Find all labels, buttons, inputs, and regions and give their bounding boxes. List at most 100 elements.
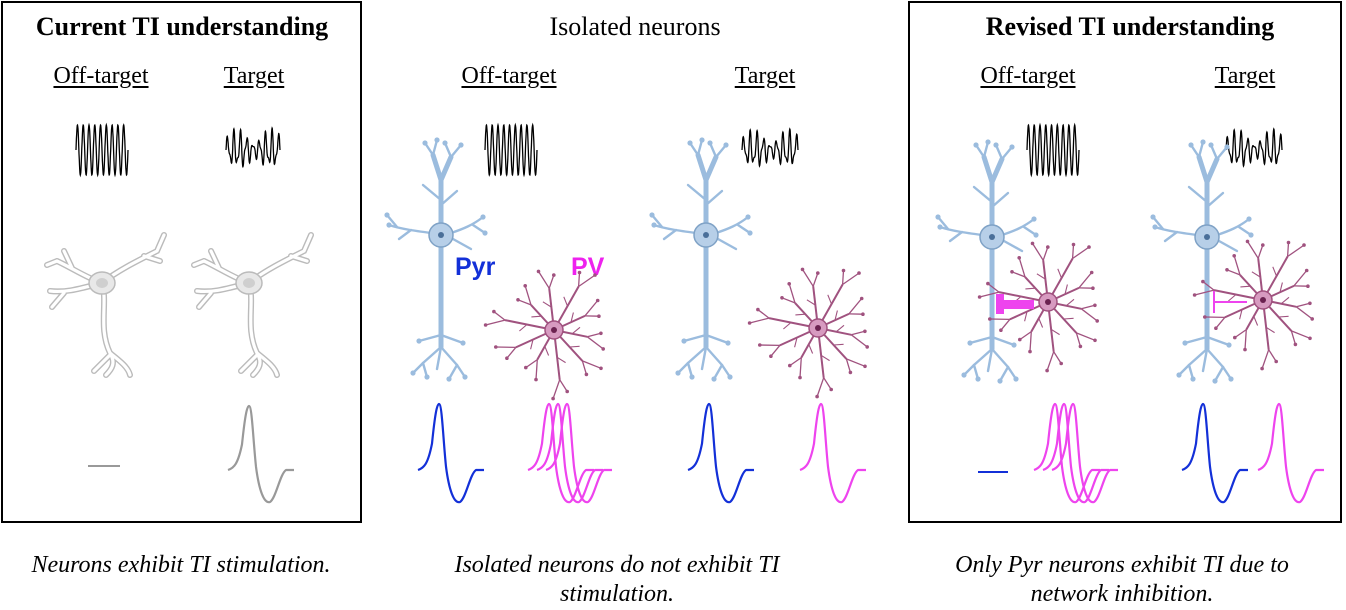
pyr-nucleus: [703, 232, 709, 238]
pv-dendrite-tip: [492, 310, 496, 314]
pv-dendrite-spine: [1066, 299, 1074, 305]
pv-dendrite-spine: [1228, 295, 1236, 302]
pv-dendrite-spine: [545, 346, 549, 355]
neuron-nucleus: [243, 278, 255, 288]
pv-dendrite-branch: [1030, 332, 1031, 352]
pv-dendrite-tip: [1093, 339, 1097, 343]
pyr-dendrite-tip: [446, 376, 451, 381]
pv-dendrite-tip: [1091, 286, 1095, 290]
pv-dendrite-branch: [1019, 258, 1025, 277]
pv-dendrite-branch: [843, 273, 859, 284]
pv-spike-trace: [800, 404, 866, 502]
pv-dendrite-tip: [1046, 245, 1050, 249]
pv-nucleus: [551, 327, 557, 333]
pyr-dendrite: [992, 349, 1008, 367]
pv-dendrite-tip: [601, 347, 605, 351]
pv-dendrite-tip: [1203, 315, 1207, 319]
pv-dendrite-tip: [551, 397, 555, 401]
pyr-dendrite: [684, 335, 706, 341]
pv-spike-trace: [1052, 404, 1118, 502]
pv-dendrite-tip: [788, 364, 792, 368]
pv-dendrite-tip: [1261, 243, 1265, 247]
pv-dendrite-tip: [1059, 362, 1063, 366]
pv-dendrite-tip: [798, 376, 802, 380]
pyr-dendrite-tip: [1152, 224, 1157, 229]
stimulus-beat-icon: [742, 129, 798, 166]
pyr-dendrite-tip: [985, 139, 990, 144]
pyr-dendrite: [1189, 187, 1207, 202]
response-spike-trace: [228, 406, 294, 502]
pv-dendrite-branch: [1296, 303, 1310, 307]
pyr-neuron-isolated-offtarget: [384, 137, 487, 381]
pyr-dendrite-tip: [723, 142, 728, 147]
pv-dendrite-branch: [507, 347, 516, 358]
pv-dendrite-branch: [824, 378, 832, 390]
pv-dendrite-tip: [1214, 326, 1218, 330]
pv-dendrite-spine: [1279, 316, 1289, 317]
pyr-dendrite: [451, 217, 483, 233]
pv-dendrite-tip: [552, 273, 556, 277]
pyr-dendrite-tip: [422, 140, 427, 145]
pyr-neuron-revised-offtarget: [935, 139, 1038, 383]
pv-dendrite-tip: [829, 388, 833, 392]
stimulus-sine-icon: [1027, 125, 1079, 175]
pv-dendrite-branch: [813, 273, 818, 286]
pyr-dendrite-tip: [745, 214, 750, 219]
pv-dendrite-branch: [560, 380, 568, 392]
pv-dendrite-branch: [789, 284, 795, 303]
pv-dendrite-spine: [795, 314, 805, 315]
pyr-dendrite-tip: [1190, 376, 1195, 381]
pv-dendrite-branch: [803, 269, 814, 286]
pv-dendrite-branch: [486, 320, 505, 325]
pv-dendrite-branch: [849, 299, 862, 314]
pv-dendrite-branch: [1216, 317, 1225, 328]
pv-dendrite-tip: [1017, 256, 1021, 260]
pyr-dendrite: [423, 185, 441, 200]
pyr-dendrite-tip: [1212, 378, 1217, 383]
pyr-dendrite: [1217, 219, 1249, 235]
pv-dendrite-branch: [1245, 330, 1246, 350]
inhibition-arrow-strong: [1000, 300, 1034, 309]
pyr-dendrite-tip: [1031, 216, 1036, 221]
neuron-process-core: [241, 283, 277, 375]
pv-dendrite-branch: [526, 360, 538, 368]
pv-dendrite-tip: [1308, 302, 1312, 306]
generic-neuron-target: [194, 235, 311, 375]
pyr-trunk: [433, 155, 441, 180]
pv-dendrite-branch: [817, 378, 824, 397]
pv-dendrite-tip: [1010, 270, 1014, 274]
pv-dendrite-branch: [1047, 352, 1054, 371]
pv-dendrite-branch: [1081, 309, 1097, 321]
pv-dendrite-branch: [1291, 331, 1310, 338]
pyr-trunk: [1207, 159, 1217, 182]
pv-dendrite-branch: [1235, 330, 1247, 338]
pv-dendrite-branch: [549, 275, 554, 288]
pv-dendrite-tip: [1302, 243, 1306, 247]
pv-dendrite-tip: [1308, 337, 1312, 341]
pyr-neuron-isolated-target: [649, 137, 752, 381]
pyr-dendrite-tip: [1188, 142, 1193, 147]
pv-dendrite-tip: [494, 345, 498, 349]
pv-dendrite-tip: [599, 367, 603, 371]
pv-dendrite-tip: [988, 317, 992, 321]
pyr-dendrite-tip: [687, 140, 692, 145]
pyr-dendrite-tip: [1013, 376, 1018, 381]
pv-dendrite-tip: [1087, 245, 1091, 249]
pyr-nucleus: [1204, 234, 1210, 240]
pv-dendrite-tip: [1274, 360, 1278, 364]
pyr-dendrite-tip: [699, 137, 704, 142]
pv-spike-trace: [546, 404, 612, 502]
pv-dendrite-tip: [1294, 343, 1298, 347]
pyr-dendrite: [992, 337, 1014, 345]
pv-spike-trace: [1258, 404, 1324, 502]
pv-dendrite-branch: [1195, 290, 1214, 295]
pyr-dendrite: [453, 239, 471, 249]
pyr-trunk: [706, 157, 716, 180]
pv-dendrite-branch: [843, 271, 844, 285]
pv-dendrite-branch: [1054, 352, 1062, 364]
pv-dendrite-branch: [553, 380, 560, 399]
pv-dendrite-spine: [783, 323, 791, 330]
pv-dendrite-tip: [1233, 336, 1237, 340]
pv-dendrite-branch: [536, 360, 537, 380]
pv-dendrite-branch: [1033, 243, 1044, 260]
